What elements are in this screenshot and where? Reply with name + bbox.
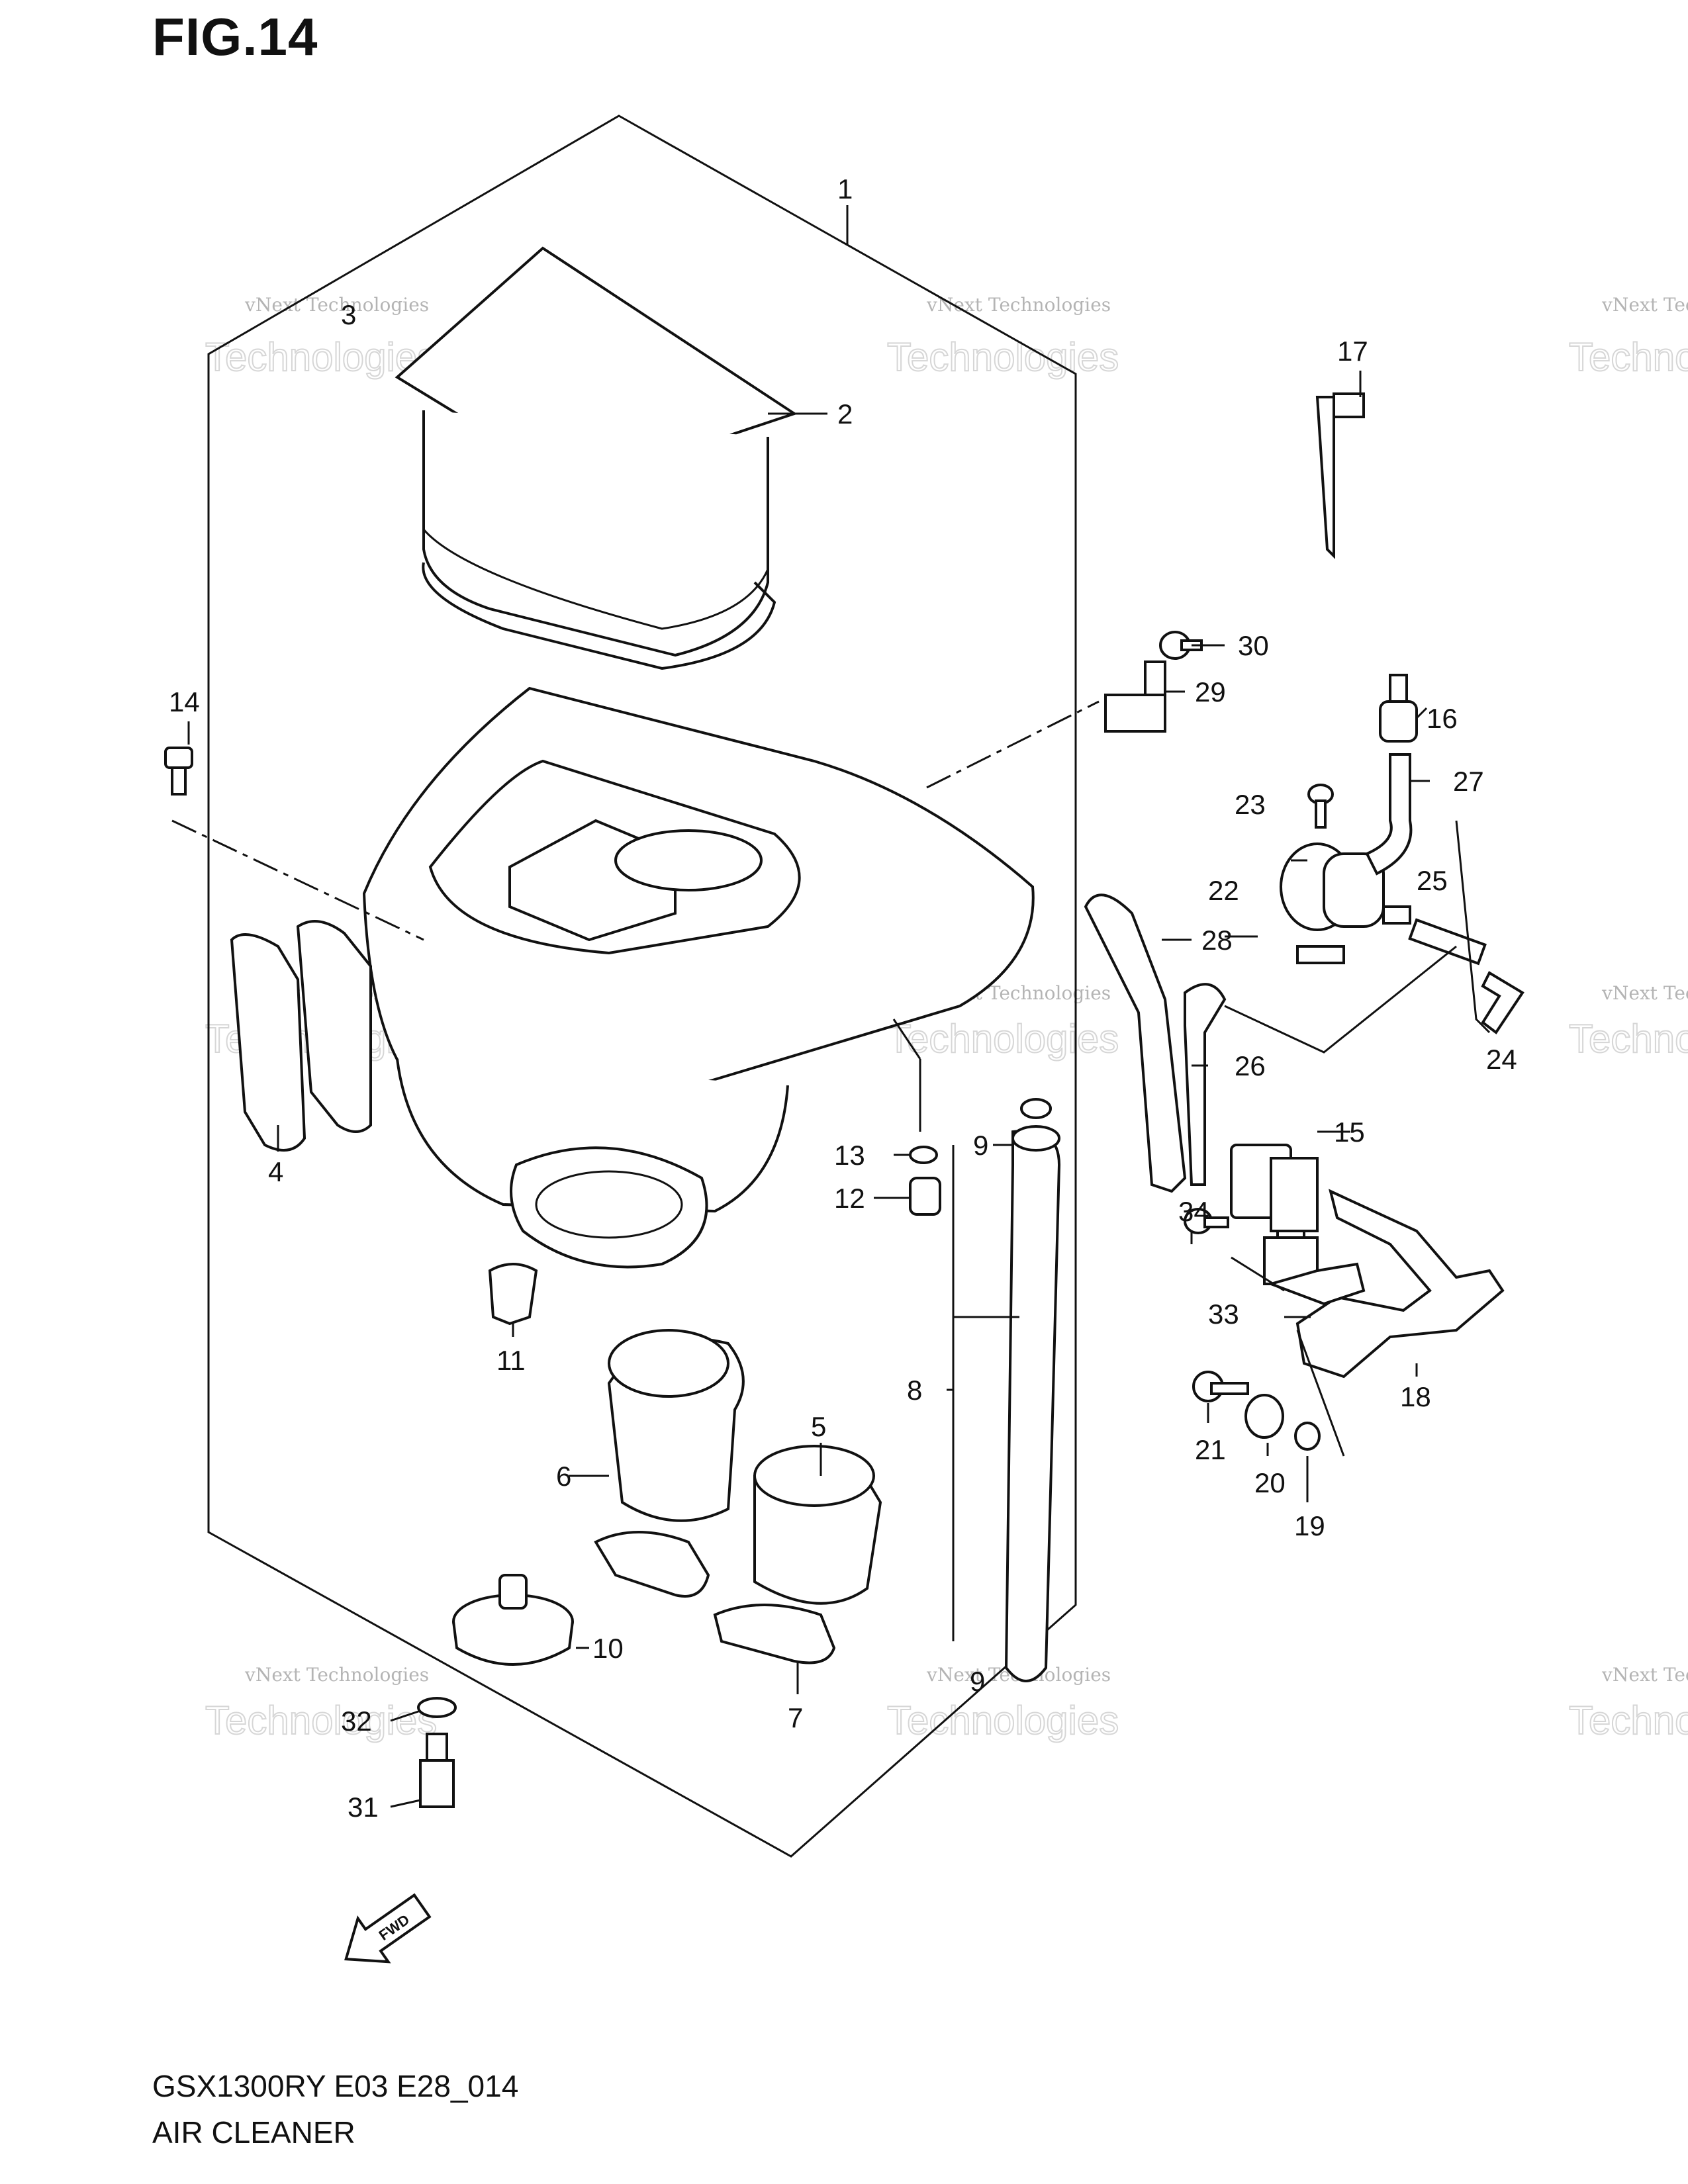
callout-28: 28 (1201, 925, 1233, 956)
callout-21: 21 (1195, 1434, 1226, 1465)
watermark-text: Technologies (1569, 1698, 1688, 1743)
callout-20: 20 (1254, 1467, 1286, 1498)
watermark-text: Technologies (1569, 1017, 1688, 1061)
collar (1294, 1422, 1321, 1451)
watermark-text: vNext Technologies (1601, 982, 1688, 1004)
callout-16: 16 (1427, 703, 1458, 734)
hose-clamps (594, 1531, 836, 1664)
callout-9: 9 (973, 1130, 988, 1161)
check-valve (1379, 674, 1418, 743)
figure-name: AIR CLEANER (152, 2115, 355, 2150)
watermark-text: vNext Technologies (244, 294, 429, 316)
drain-plug-fitting (419, 1733, 455, 1808)
callout-leaders (187, 205, 1430, 1808)
callout-31: 31 (348, 1792, 379, 1823)
small-clip (909, 1146, 938, 1164)
watermark-text: Technologies (1569, 335, 1688, 379)
screw (1307, 784, 1334, 829)
hose (1408, 918, 1487, 966)
leader-line (1231, 1256, 1285, 1292)
callout-6: 6 (556, 1461, 571, 1492)
hose (1184, 983, 1227, 1186)
connector (1104, 660, 1166, 733)
callout-9: 9 (970, 1666, 985, 1697)
air-cleaner-case (362, 686, 1035, 1269)
intake-ducts (607, 1329, 882, 1605)
grommet (488, 1263, 538, 1326)
leader-line (1455, 820, 1491, 1034)
watermark-text: Technologies (887, 1017, 1119, 1061)
callout-23: 23 (1235, 789, 1266, 820)
assembly-outline (207, 114, 1077, 1858)
canister (1280, 842, 1411, 964)
callout-19: 19 (1294, 1510, 1325, 1541)
callout-34: 34 (1178, 1196, 1209, 1227)
callout-29: 29 (1195, 676, 1226, 707)
bolt (1184, 1208, 1229, 1234)
intake-gaskets (171, 819, 424, 1152)
watermark-text: Technologies (205, 1698, 437, 1743)
watermark-text: Technologies (887, 1698, 1119, 1743)
callout-22: 22 (1208, 875, 1239, 906)
callout-13: 13 (834, 1140, 865, 1171)
bolt (1192, 1371, 1249, 1402)
callout-12: 12 (834, 1183, 865, 1214)
watermark-text: Technologies (887, 335, 1119, 379)
leader-line (926, 700, 1100, 789)
callout-5: 5 (811, 1411, 826, 1442)
watermark-text: Technologies (205, 335, 437, 379)
callout-33: 33 (1208, 1298, 1239, 1330)
filter-element (395, 246, 798, 670)
callout-25: 25 (1417, 865, 1448, 896)
callout-10: 10 (592, 1633, 624, 1664)
hose (1084, 893, 1187, 1193)
callout-32: 32 (341, 1706, 372, 1737)
callout-7: 7 (788, 1702, 803, 1733)
callout-27: 27 (1453, 766, 1484, 797)
callout-labels: 1 2 3 4 5 6 7 8 9 9 10 11 12 13 14 15 16… (169, 173, 1517, 1823)
hose (1365, 753, 1413, 876)
watermark-text: vNext Technologies (244, 1664, 429, 1686)
callout-2: 2 (837, 398, 853, 430)
callout-1: 1 (837, 173, 853, 205)
clip (1020, 1098, 1052, 1119)
bracket (1295, 1189, 1505, 1379)
drain-plug (452, 1574, 574, 1666)
callout-26: 26 (1235, 1050, 1266, 1081)
sensor (1263, 1236, 1366, 1306)
model-code: GSX1300RY E03 E28_014 (152, 2069, 519, 2103)
leader-line (1296, 1330, 1345, 1457)
drain-hose (952, 1125, 1061, 1682)
sensor-probe (1315, 392, 1365, 559)
leader-line (171, 819, 424, 941)
hose (1481, 971, 1524, 1034)
callout-18: 18 (1400, 1381, 1431, 1412)
callout-24: 24 (1486, 1044, 1517, 1075)
callout-8: 8 (907, 1375, 922, 1406)
cushion (1244, 1394, 1284, 1439)
callout-30: 30 (1238, 630, 1269, 661)
callout-15: 15 (1334, 1116, 1365, 1148)
o-ring (417, 1697, 457, 1718)
watermark-text: vNext Technologies (1601, 1664, 1688, 1686)
figure-title: FIG.14 (152, 7, 318, 66)
callout-17: 17 (1337, 336, 1368, 367)
callout-14: 14 (169, 686, 200, 717)
callout-11: 11 (496, 1345, 526, 1376)
watermark-text: vNext Technologies (1601, 294, 1688, 316)
watermark-text: vNext Technologies (926, 294, 1111, 316)
callout-4: 4 (268, 1156, 283, 1187)
bolt (164, 747, 193, 796)
callout-3: 3 (341, 299, 356, 330)
leader-line (1224, 945, 1457, 1054)
fwd-arrow-icon: FWD (344, 1893, 432, 1964)
small-hose (909, 1177, 941, 1216)
